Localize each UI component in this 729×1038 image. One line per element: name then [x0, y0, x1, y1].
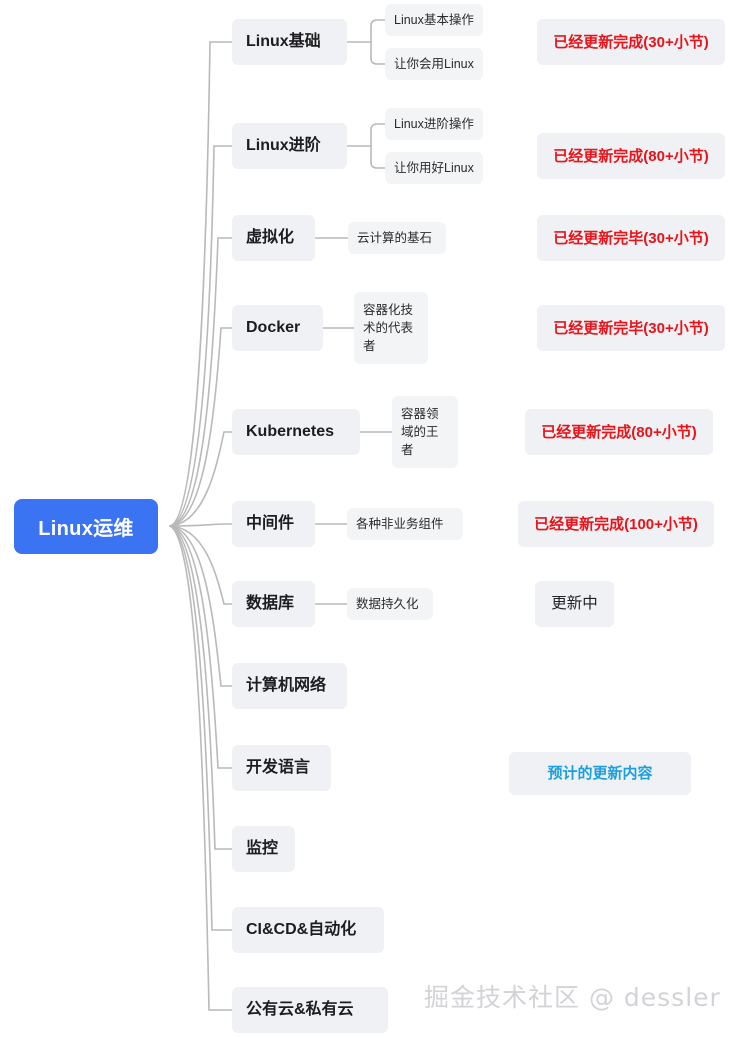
leaf-node-linux-basic-ops[interactable]: Linux基本操作	[385, 4, 483, 36]
leaf-node-cloud-cornerstone[interactable]: 云计算的基石	[348, 222, 446, 254]
branch-label: 中间件	[246, 515, 295, 532]
leaf-label: Linux进阶操作	[394, 116, 474, 131]
leaf-label: 容器化技术的代表者	[363, 302, 414, 354]
leaf-node-linux-master[interactable]: 让你用好Linux	[385, 152, 483, 184]
status-badge-kubernetes: 已经更新完成(80+小节)	[525, 409, 713, 455]
leaf-label: 让你用好Linux	[394, 160, 474, 175]
branch-label: 公有云&私有云	[246, 1001, 354, 1018]
leaf-node-linux-usable[interactable]: 让你会用Linux	[385, 48, 483, 80]
wire-root-6	[169, 523, 233, 527]
branch-label: 计算机网络	[246, 677, 327, 694]
leaf-label: Linux基本操作	[394, 12, 474, 27]
leaf-node-nonbusiness-components[interactable]: 各种非业务组件	[347, 508, 463, 540]
wire-root-4	[169, 327, 233, 527]
branch-label: 监控	[246, 840, 279, 857]
status-badge-label: 已经更新完成(80+小节)	[553, 147, 709, 165]
branch-label: 虚拟化	[246, 229, 295, 246]
status-badge-label: 已经更新完毕(30+小节)	[553, 229, 709, 247]
status-badge-database: 更新中	[535, 581, 614, 627]
status-badge-label: 已经更新完成(100+小节)	[534, 515, 698, 533]
status-badge-label: 预计的更新内容	[547, 765, 653, 782]
status-badge-linux-basics: 已经更新完成(30+小节)	[537, 19, 725, 65]
branch-node-cicd-automation[interactable]: CI&CD&自动化	[232, 907, 384, 953]
wire-root-1	[169, 41, 233, 527]
leaf-label: 各种非业务组件	[356, 516, 444, 531]
wire-root-11	[169, 525, 233, 931]
leaf-label: 容器领域的王者	[401, 406, 439, 458]
leaf-label: 数据持久化	[356, 596, 419, 611]
branch-node-linux-advanced[interactable]: Linux进阶	[232, 123, 347, 169]
wire-b1-c2	[370, 41, 386, 65]
branch-label: 开发语言	[246, 759, 311, 776]
wire-b2-c2	[370, 145, 386, 169]
wire-b1-c1	[370, 19, 386, 43]
wire-root-5	[169, 431, 233, 527]
wire-root-12	[169, 525, 233, 1011]
wire-root-9	[169, 525, 233, 769]
branch-label: Linux基础	[246, 33, 321, 50]
wire-root-7	[169, 525, 233, 605]
status-badge-docker: 已经更新完毕(30+小节)	[537, 305, 725, 351]
leaf-label: 让你会用Linux	[394, 56, 474, 71]
branch-node-middleware[interactable]: 中间件	[232, 501, 315, 547]
branch-node-virtualization[interactable]: 虚拟化	[232, 215, 315, 261]
leaf-node-container-tech[interactable]: 容器化技术的代表者	[354, 292, 428, 364]
branch-label: 数据库	[246, 595, 295, 612]
wire-b2-c1	[370, 123, 386, 147]
branch-node-linux-basics[interactable]: Linux基础	[232, 19, 347, 65]
branch-label: Docker	[246, 319, 301, 336]
leaf-node-data-persistence[interactable]: 数据持久化	[347, 588, 433, 620]
root-node-label: Linux运维	[38, 518, 134, 540]
status-badge-label: 已经更新完成(30+小节)	[553, 33, 709, 51]
status-badge-label: 更新中	[551, 595, 598, 613]
branch-node-docker[interactable]: Docker	[232, 305, 323, 351]
branch-node-kubernetes[interactable]: Kubernetes	[232, 409, 360, 455]
branch-node-computer-networks[interactable]: 计算机网络	[232, 663, 347, 709]
wire-root-10	[169, 525, 233, 850]
wire-root-8	[169, 525, 233, 687]
branch-node-database[interactable]: 数据库	[232, 581, 315, 627]
wire-root-3	[169, 237, 233, 527]
leaf-node-container-king[interactable]: 容器领域的王者	[392, 396, 458, 468]
status-badge-label: 已经更新完成(80+小节)	[541, 423, 697, 441]
status-badge-linux-advanced: 已经更新完成(80+小节)	[537, 133, 725, 179]
leaf-label: 云计算的基石	[357, 230, 433, 245]
branch-label: Kubernetes	[246, 423, 335, 440]
branch-node-programming-languages[interactable]: 开发语言	[232, 745, 331, 791]
status-badge-virtualization: 已经更新完毕(30+小节)	[537, 215, 725, 261]
branch-label: CI&CD&自动化	[246, 921, 357, 938]
branch-label: Linux进阶	[246, 137, 321, 154]
status-badge-middleware: 已经更新完成(100+小节)	[518, 501, 714, 547]
watermark: 掘金技术社区 @ dessler	[424, 983, 721, 1012]
status-badge-planned-content: 预计的更新内容	[509, 752, 691, 795]
branch-node-public-private-cloud[interactable]: 公有云&私有云	[232, 987, 388, 1033]
branch-node-monitoring[interactable]: 监控	[232, 826, 295, 872]
status-badge-label: 已经更新完毕(30+小节)	[553, 319, 709, 337]
leaf-node-linux-advanced-ops[interactable]: Linux进阶操作	[385, 108, 483, 140]
root-node[interactable]: Linux运维	[14, 499, 158, 554]
wire-root-2	[169, 145, 233, 527]
